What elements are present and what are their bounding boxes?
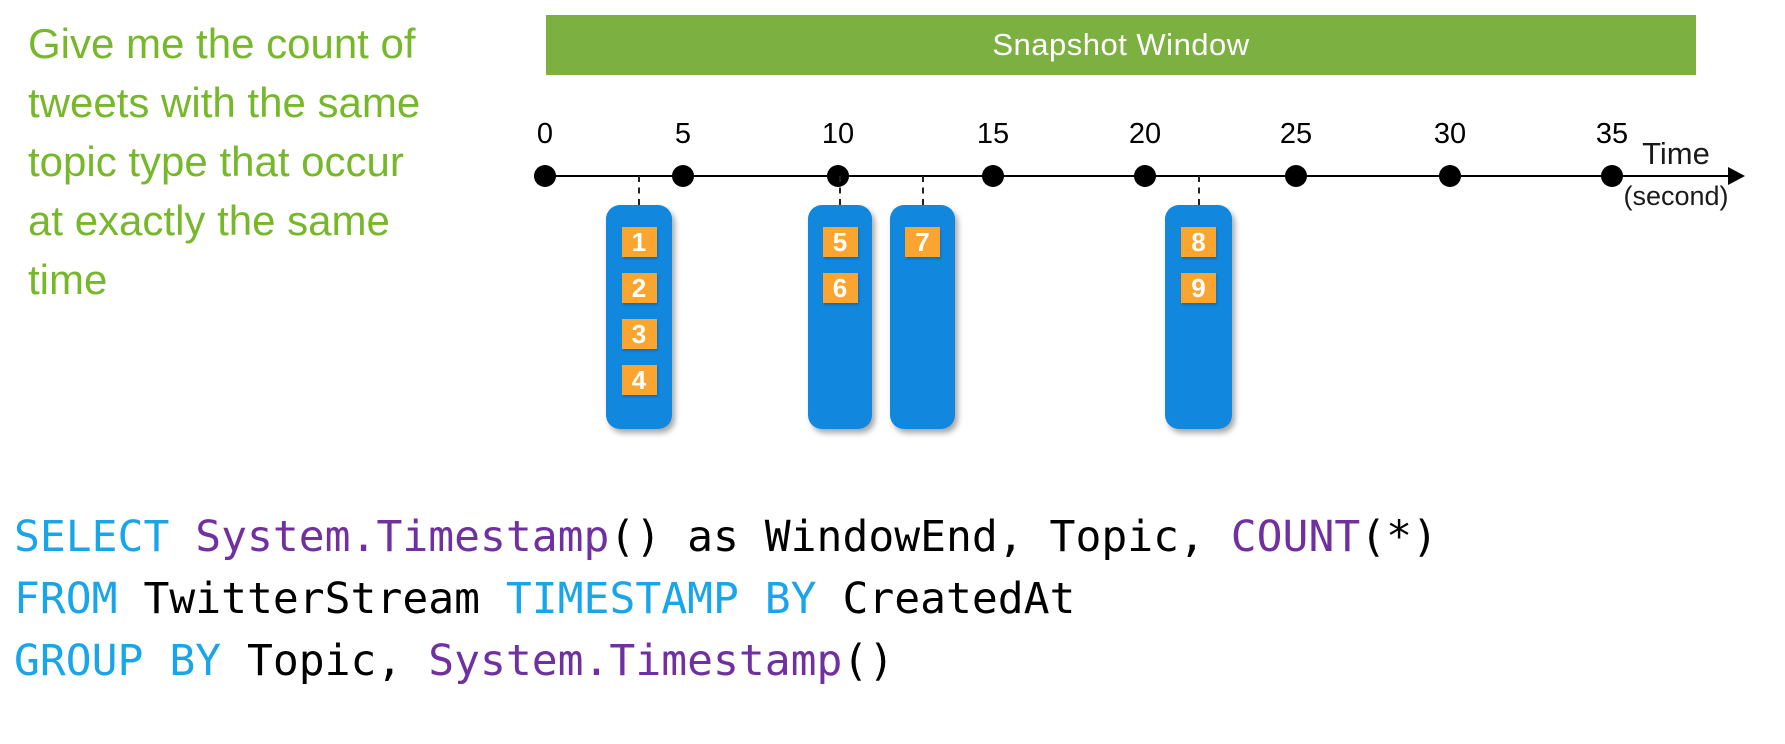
event-item: 2 xyxy=(621,273,657,303)
event-item: 7 xyxy=(905,227,940,257)
code-token-plain: () as WindowEnd, Topic, xyxy=(609,512,1231,562)
code-line: GROUP BY Topic, System.Timestamp() xyxy=(14,630,1438,692)
query-code-block: SELECT System.Timestamp() as WindowEnd, … xyxy=(14,506,1438,692)
tick-dot xyxy=(534,165,556,187)
axis-title-unit: (second) xyxy=(1623,181,1729,211)
snapshot-window-label: Snapshot Window xyxy=(992,27,1250,62)
event-item: 9 xyxy=(1181,273,1216,303)
event-group-connector xyxy=(839,176,841,205)
tick-label: 30 xyxy=(1433,118,1467,150)
axis-title-time: Time xyxy=(1642,136,1710,171)
event-item: 1 xyxy=(621,227,657,257)
axis-arrowhead-icon xyxy=(1728,167,1745,185)
code-token-function: System.Timestamp xyxy=(428,636,843,686)
tick-dot xyxy=(1134,165,1156,187)
code-token-keyword: FROM xyxy=(14,574,118,624)
code-token-plain: CreatedAt xyxy=(816,574,1076,624)
tick-dot xyxy=(1285,165,1307,187)
event-group-3: 7 xyxy=(890,205,955,429)
tick-dot xyxy=(1601,165,1623,187)
prompt-text-line: at exactly the same xyxy=(28,197,390,244)
event-group-connector xyxy=(1197,176,1200,205)
code-token-plain: (*) xyxy=(1360,512,1438,562)
code-token-keyword: SELECT xyxy=(14,512,170,562)
snapshot-window-banner: Snapshot Window xyxy=(546,15,1696,75)
code-line: SELECT System.Timestamp() as WindowEnd, … xyxy=(14,506,1438,568)
tick-label: 35 xyxy=(1595,118,1629,150)
code-token-function: System.Timestamp xyxy=(195,512,610,562)
tick-label: 15 xyxy=(976,118,1010,150)
prompt-text-line: topic type that occur xyxy=(28,138,404,185)
prompt-text-line: time xyxy=(28,256,108,303)
event-item: 3 xyxy=(621,319,657,349)
tick-label: 20 xyxy=(1128,118,1162,150)
code-token-plain: () xyxy=(842,636,895,686)
code-token-keyword: TIMESTAMP BY xyxy=(505,574,817,624)
event-item: 6 xyxy=(822,273,858,303)
event-group-1: 1 2 3 4 xyxy=(606,205,672,429)
event-group-connector xyxy=(638,176,640,205)
code-line: FROM TwitterStream TIMESTAMP BY CreatedA… xyxy=(14,568,1438,630)
prompt-text-line: tweets with the same xyxy=(28,79,421,126)
code-token-plain: TwitterStream xyxy=(117,574,506,624)
tick-label: 5 xyxy=(674,118,692,150)
prompt-text: Give me the count of tweets with the same… xyxy=(28,14,420,309)
event-group-connector xyxy=(921,176,924,205)
tick-dot xyxy=(982,165,1004,187)
code-token-plain xyxy=(169,512,195,562)
tick-dot xyxy=(827,165,849,187)
tick-dot xyxy=(1439,165,1461,187)
tick-label: 10 xyxy=(821,118,855,150)
code-token-plain: Topic, xyxy=(221,636,429,686)
code-token-keyword: GROUP BY xyxy=(14,636,222,686)
code-token-function: COUNT xyxy=(1230,512,1361,562)
event-item: 4 xyxy=(621,365,657,395)
prompt-text-line: Give me the count of xyxy=(28,20,416,67)
event-item: 8 xyxy=(1181,227,1216,257)
tick-label: 25 xyxy=(1279,118,1313,150)
event-item: 5 xyxy=(822,227,858,257)
tick-dot xyxy=(672,165,694,187)
tick-label: 0 xyxy=(536,118,554,150)
